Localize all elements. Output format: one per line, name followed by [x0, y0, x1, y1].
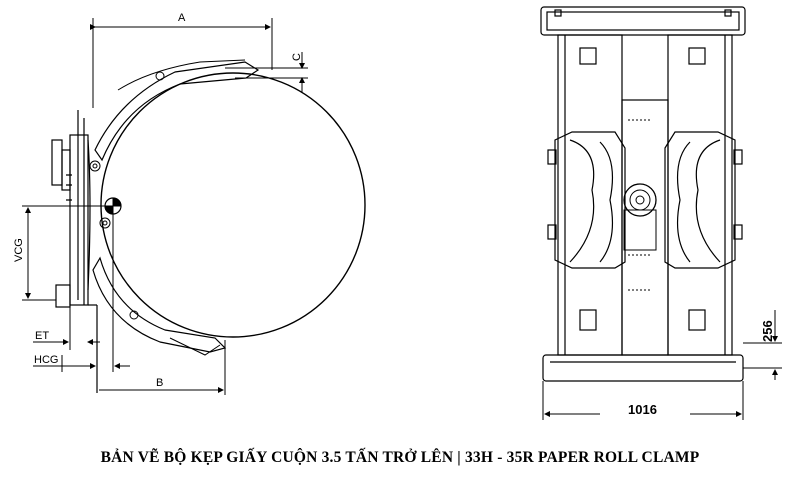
dimension-et — [33, 305, 100, 350]
lower-clamp-arm — [92, 217, 227, 356]
front-view: 256 1016 — [540, 6, 782, 420]
dim-et-label: ET — [35, 330, 49, 342]
dimension-vcg — [22, 205, 105, 301]
dim-256-label: 256 — [760, 320, 775, 342]
dimension-c — [225, 52, 308, 92]
left-clamp-pad — [547, 131, 626, 269]
dim-vcg-label: VCG — [13, 238, 25, 262]
dimension-b — [99, 340, 226, 395]
dimension-a — [90, 18, 273, 108]
carriage-frame — [51, 110, 98, 393]
paper-roll — [100, 72, 366, 338]
upper-clamp-arm — [89, 59, 260, 172]
dimension-hcg — [33, 214, 130, 372]
dimension-height — [743, 310, 782, 380]
side-view: A C — [13, 12, 366, 395]
drawing-caption: BẢN VẼ BỘ KẸP GIẤY CUỘN 3.5 TẤN TRỞ LÊN … — [100, 449, 700, 466]
top-plate — [540, 6, 746, 36]
bottom-plate — [542, 354, 744, 382]
technical-drawing: A C — [13, 6, 782, 420]
dim-hcg-label: HCG — [34, 354, 58, 366]
dim-1016-label: 1016 — [628, 402, 657, 417]
dim-c-label: C — [291, 53, 303, 61]
rotator-hub-icon — [623, 119, 657, 291]
dim-b-label: B — [156, 377, 163, 389]
dimension-width — [542, 381, 744, 420]
center-of-gravity-icon — [104, 197, 122, 215]
dim-a-label: A — [178, 12, 186, 24]
right-clamp-pad — [664, 131, 743, 269]
main-frame — [557, 34, 733, 356]
